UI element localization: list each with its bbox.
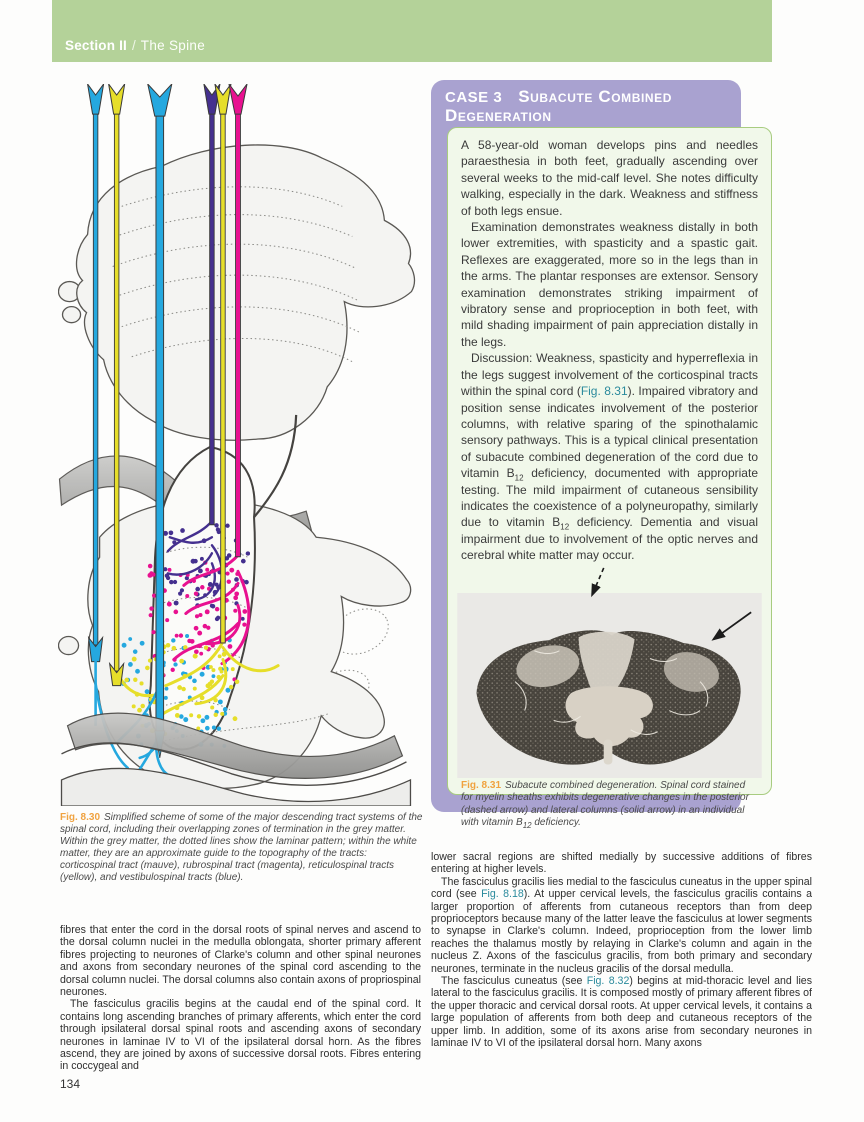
subscript-12: 12: [522, 821, 532, 831]
left-pale-area: [516, 644, 580, 687]
header-separator: /: [132, 38, 136, 53]
spinal-cord-stain-image: [457, 567, 762, 778]
descending-tract-lines: [87, 84, 248, 758]
case-3-content-box: A 58-year-old woman develops pins and ne…: [447, 127, 772, 830]
caption-text-run: Subacute combined degeneration. Spinal c…: [461, 779, 749, 829]
upper-section-outline: [75, 144, 416, 441]
caption-text-run: deficiency.: [531, 817, 581, 829]
page-number: 134: [60, 1077, 81, 1091]
figure-8-31-photo: [457, 566, 762, 778]
case-3-number: CASE 3: [445, 89, 503, 106]
figure-reference-8-32[interactable]: Fig. 8.32: [586, 975, 630, 988]
text-run: deficiency, documented with appropriate …: [461, 466, 758, 530]
left-text-column: fibres that enter the cord in the dorsal…: [60, 924, 421, 1073]
central-grey-region: [565, 685, 653, 746]
subscript-12: 12: [560, 522, 570, 532]
spinal-tracts-illustration: [58, 84, 416, 806]
case-3-title: Subacute Combined Degeneration: [445, 87, 673, 125]
text-run: Discussion: Weakness, spasticity and hyp…: [461, 351, 758, 399]
right-paragraph-2: The fasciculus gracilis lies medial to t…: [431, 876, 812, 975]
right-text-column: lower sacral regions are shifted mediall…: [431, 851, 812, 1050]
figure-8-30-diagram: [58, 84, 422, 806]
text-run: The fasciculus gracilis lies medial to t…: [431, 875, 812, 901]
left-paragraph-1: fibres that enter the cord in the dorsal…: [60, 924, 421, 999]
text-run: deficiency. Dementia and visual impairme…: [461, 515, 758, 563]
figure-8-31-label: Fig. 8.31: [461, 779, 502, 791]
gray-band-lower: [66, 712, 404, 779]
section-header-bar: Section II / The Spine: [52, 0, 772, 62]
case-paragraph-3: Discussion: Weakness, spasticity and hyp…: [461, 350, 758, 563]
case-paragraph-1: A 58-year-old woman develops pins and ne…: [461, 138, 758, 218]
lateral-column-pale-area: [663, 651, 719, 692]
posterior-column-pale-area: [578, 631, 635, 697]
tract-arrow-top: [87, 84, 105, 115]
figure-reference-8-18[interactable]: Fig. 8.18: [481, 888, 524, 901]
text-run: ). At upper cervical levels, the fascicu…: [431, 888, 812, 975]
section-title: The Spine: [140, 38, 206, 53]
right-paragraph-3: The fasciculus cuneatus (see Fig. 8.32) …: [431, 975, 812, 1049]
section-label: Section II: [65, 38, 128, 53]
figure-8-30-label: Fig. 8.30: [60, 812, 101, 823]
text-run: ) begins at mid-thoracic level and lies …: [431, 975, 812, 1050]
dashed-arrow: [591, 567, 605, 597]
left-paragraph-2: The fasciculus gracilis begins at the ca…: [60, 998, 421, 1073]
figure-reference-8-31[interactable]: Fig. 8.31: [580, 384, 628, 399]
subscript-12: 12: [514, 473, 524, 483]
figure-8-30-caption-text: Simplified scheme of some of the major d…: [60, 812, 423, 883]
text-run: The fasciculus cuneatus (see: [441, 975, 587, 988]
solid-arrow: [711, 611, 752, 641]
right-paragraph-1: lower sacral regions are shifted mediall…: [431, 851, 812, 876]
text-run: ). Impaired vibratory and position sense…: [461, 384, 758, 481]
anterior-fissure: [603, 739, 613, 765]
case-paragraph-2: Examination demonstrates weakness distal…: [461, 220, 758, 349]
